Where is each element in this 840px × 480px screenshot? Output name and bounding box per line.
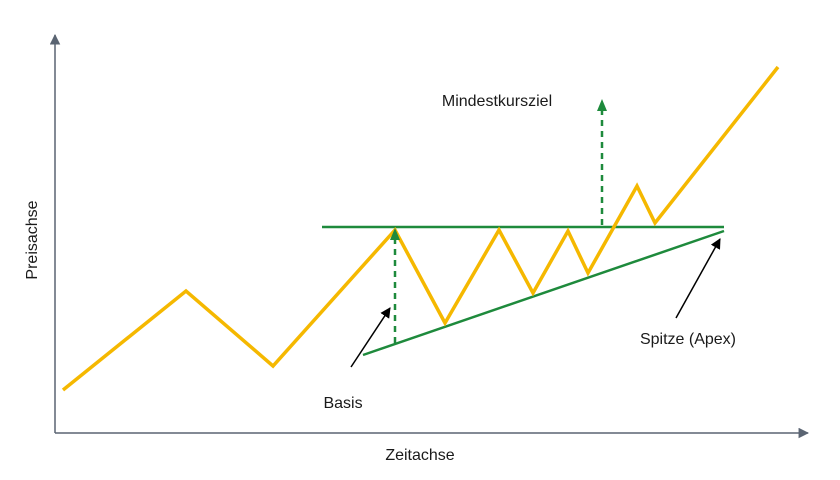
y-axis-label: Preisachse xyxy=(24,200,41,279)
base-label: Basis xyxy=(323,395,362,412)
x-axis-label: Zeitachse xyxy=(385,447,454,464)
base-pointer-arrow xyxy=(350,307,391,368)
apex-pointer-arrow xyxy=(675,238,721,319)
apex-label: Spitze (Apex) xyxy=(640,331,736,348)
target-label: Mindestkursziel xyxy=(442,93,552,110)
base-height-arrowhead xyxy=(390,228,400,240)
support-line xyxy=(362,229,725,357)
price-line xyxy=(61,65,780,392)
target-arrowhead xyxy=(597,99,607,111)
